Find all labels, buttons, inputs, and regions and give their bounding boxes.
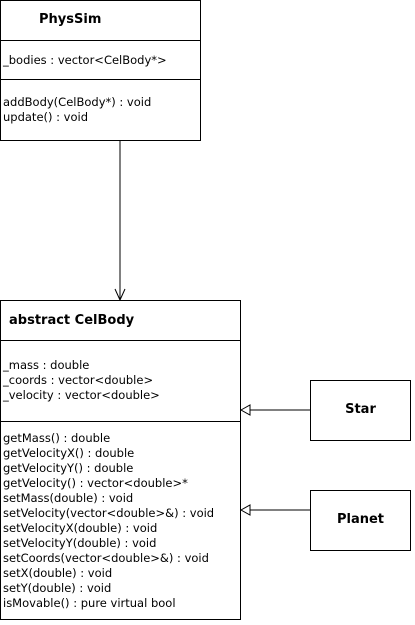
method-setvelocity: setVelocity(vector<double>&) : void	[3, 506, 215, 520]
class-celbody-methods: getMass() : double getVelocityX() : doub…	[3, 431, 214, 611]
class-divider	[1, 421, 240, 422]
method-getmass: getMass() : double	[3, 431, 111, 445]
class-celbody-name: abstract CelBody	[9, 313, 135, 328]
method-getvelocityy: getVelocityY() : double	[3, 461, 134, 475]
class-star-name: Star	[345, 402, 376, 417]
class-celbody[interactable]: abstract CelBody _mass : double _coords …	[0, 300, 241, 620]
attribute-mass: _mass : double	[3, 358, 90, 372]
planet-inheritance-triangle	[239, 504, 251, 516]
method-setx: setX(double) : void	[3, 566, 113, 580]
method-getvelocityx: getVelocityX() : double	[3, 446, 135, 460]
method-setvelocityy: setVelocityY(double) : void	[3, 536, 157, 550]
class-planet-name: Planet	[336, 512, 385, 527]
class-physsim-methods: addBody(CelBody*) : void update() : void	[3, 95, 151, 125]
class-physsim-attributes: _bodies : vector<CelBody*>	[3, 53, 167, 68]
class-star[interactable]: Star	[310, 380, 411, 441]
method-setcoords: setCoords(vector<double>&) : void	[3, 551, 209, 565]
method-setvelocityx: setVelocityX(double) : void	[3, 521, 158, 535]
method-update: update() : void	[3, 110, 89, 124]
attribute-coords: _coords : vector<double>	[3, 373, 154, 387]
class-physsim[interactable]: PhysSim _bodies : vector<CelBody*> addBo…	[0, 0, 201, 141]
class-divider	[1, 40, 200, 41]
class-divider	[1, 79, 200, 80]
star-inheritance-triangle	[239, 404, 251, 416]
method-addbody: addBody(CelBody*) : void	[3, 95, 152, 109]
class-celbody-attributes: _mass : double _coords : vector<double> …	[3, 358, 160, 403]
attribute-velocity: _velocity : vector<double>	[3, 388, 160, 402]
attribute-bodies: _bodies : vector<CelBody*>	[3, 53, 167, 67]
method-sety: setY(double) : void	[3, 581, 112, 595]
method-ismovable: isMovable() : pure virtual bool	[3, 596, 176, 610]
method-setmass: setMass(double) : void	[3, 491, 134, 505]
class-physsim-name: PhysSim	[39, 12, 102, 27]
class-planet[interactable]: Planet	[310, 490, 411, 551]
method-getvelocity: getVelocity() : vector<double>*	[3, 476, 188, 490]
class-divider	[1, 340, 240, 341]
